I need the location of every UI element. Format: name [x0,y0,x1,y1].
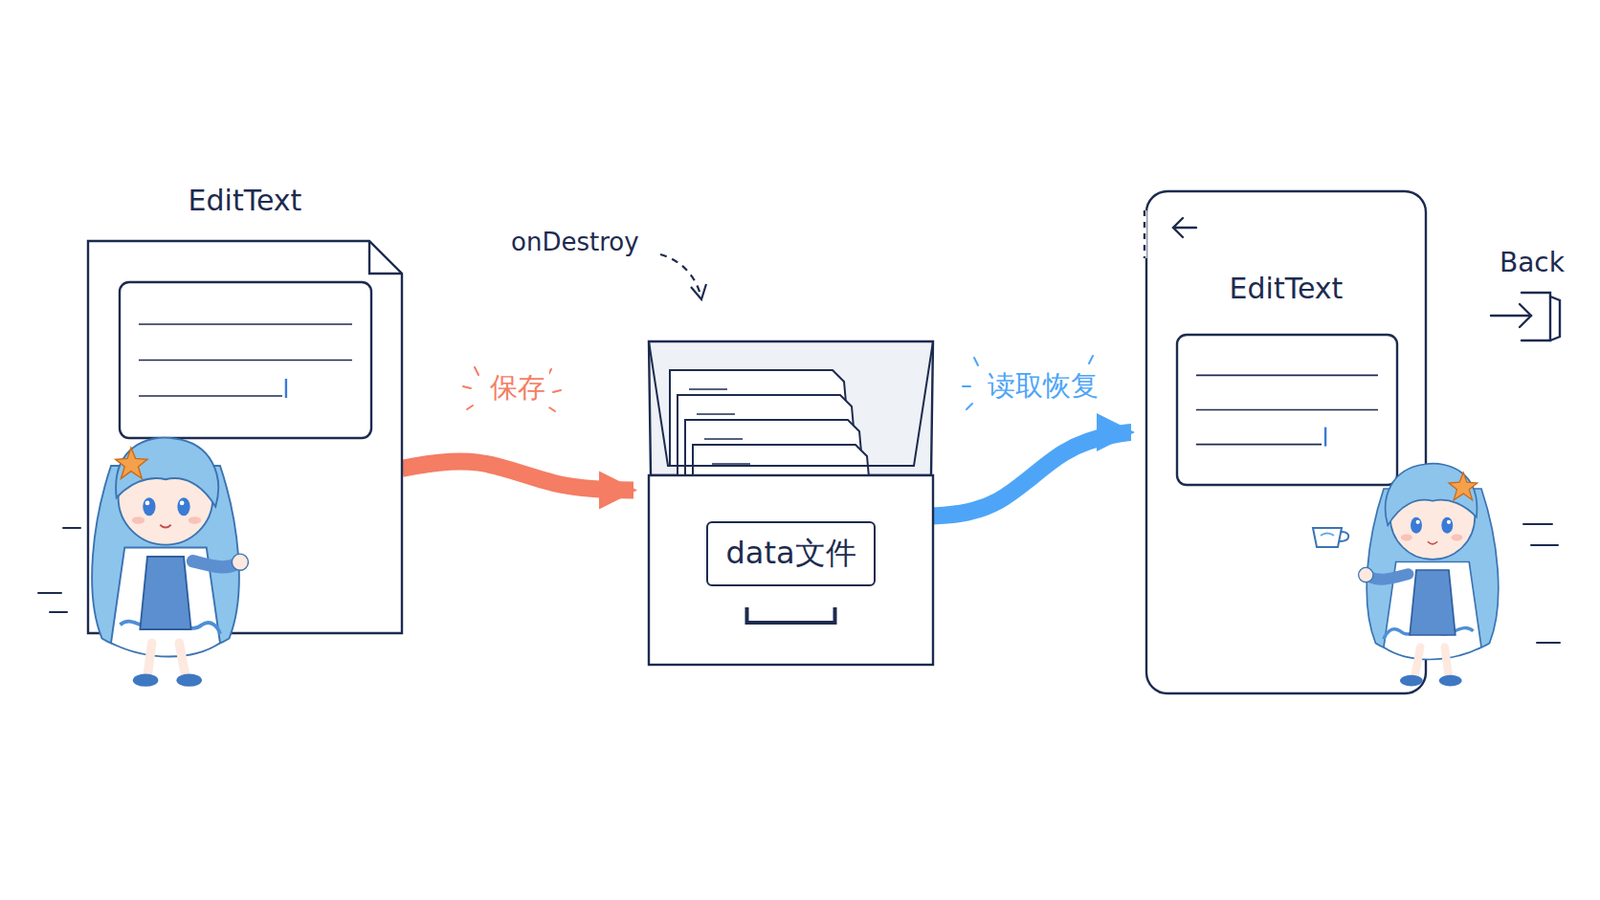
file-drawer: data文件 [648,341,934,666]
sheet-line [711,463,751,466]
teacup [1312,528,1349,548]
sparkle-marks [463,367,561,412]
edge-label: 保存 [486,369,550,408]
drawer-front [648,475,934,666]
text-line [138,395,283,398]
drawer-side [648,341,934,467]
annotation-label: Back [1495,246,1569,279]
text-cursor [1324,427,1327,447]
dashed-pointer-head [690,284,707,300]
node-shape [648,341,934,666]
input-field [119,282,372,439]
sheet-line [688,388,728,391]
field-heading: EditText [188,183,303,218]
frame-gap [1142,210,1148,259]
text-line [1196,375,1378,378]
motion-lines [38,524,1560,644]
text-line [1196,444,1322,446]
sheet-line [704,438,743,441]
annotation-label: onDestroy [507,227,644,257]
girl-figure [91,438,248,688]
drawer-handle [747,607,836,623]
text-line [138,359,353,362]
back-arrow-icon [1173,218,1197,238]
text-line [1196,409,1378,412]
girl-figure [1358,464,1499,688]
flow-arrow [933,432,1132,517]
edge-label: 读取恢复 [983,367,1103,406]
folded-corner [369,241,402,274]
exit-icon [1490,292,1560,341]
field-heading: EditText [1229,271,1344,306]
dashed-pointer [660,254,701,295]
text-cursor [285,378,288,399]
flow-arrow [401,461,634,490]
input-field [1177,334,1398,486]
text-line [138,323,353,326]
frame-dash [1143,210,1146,259]
drawer-label: data文件 [706,521,875,587]
sheet-line [696,413,735,416]
